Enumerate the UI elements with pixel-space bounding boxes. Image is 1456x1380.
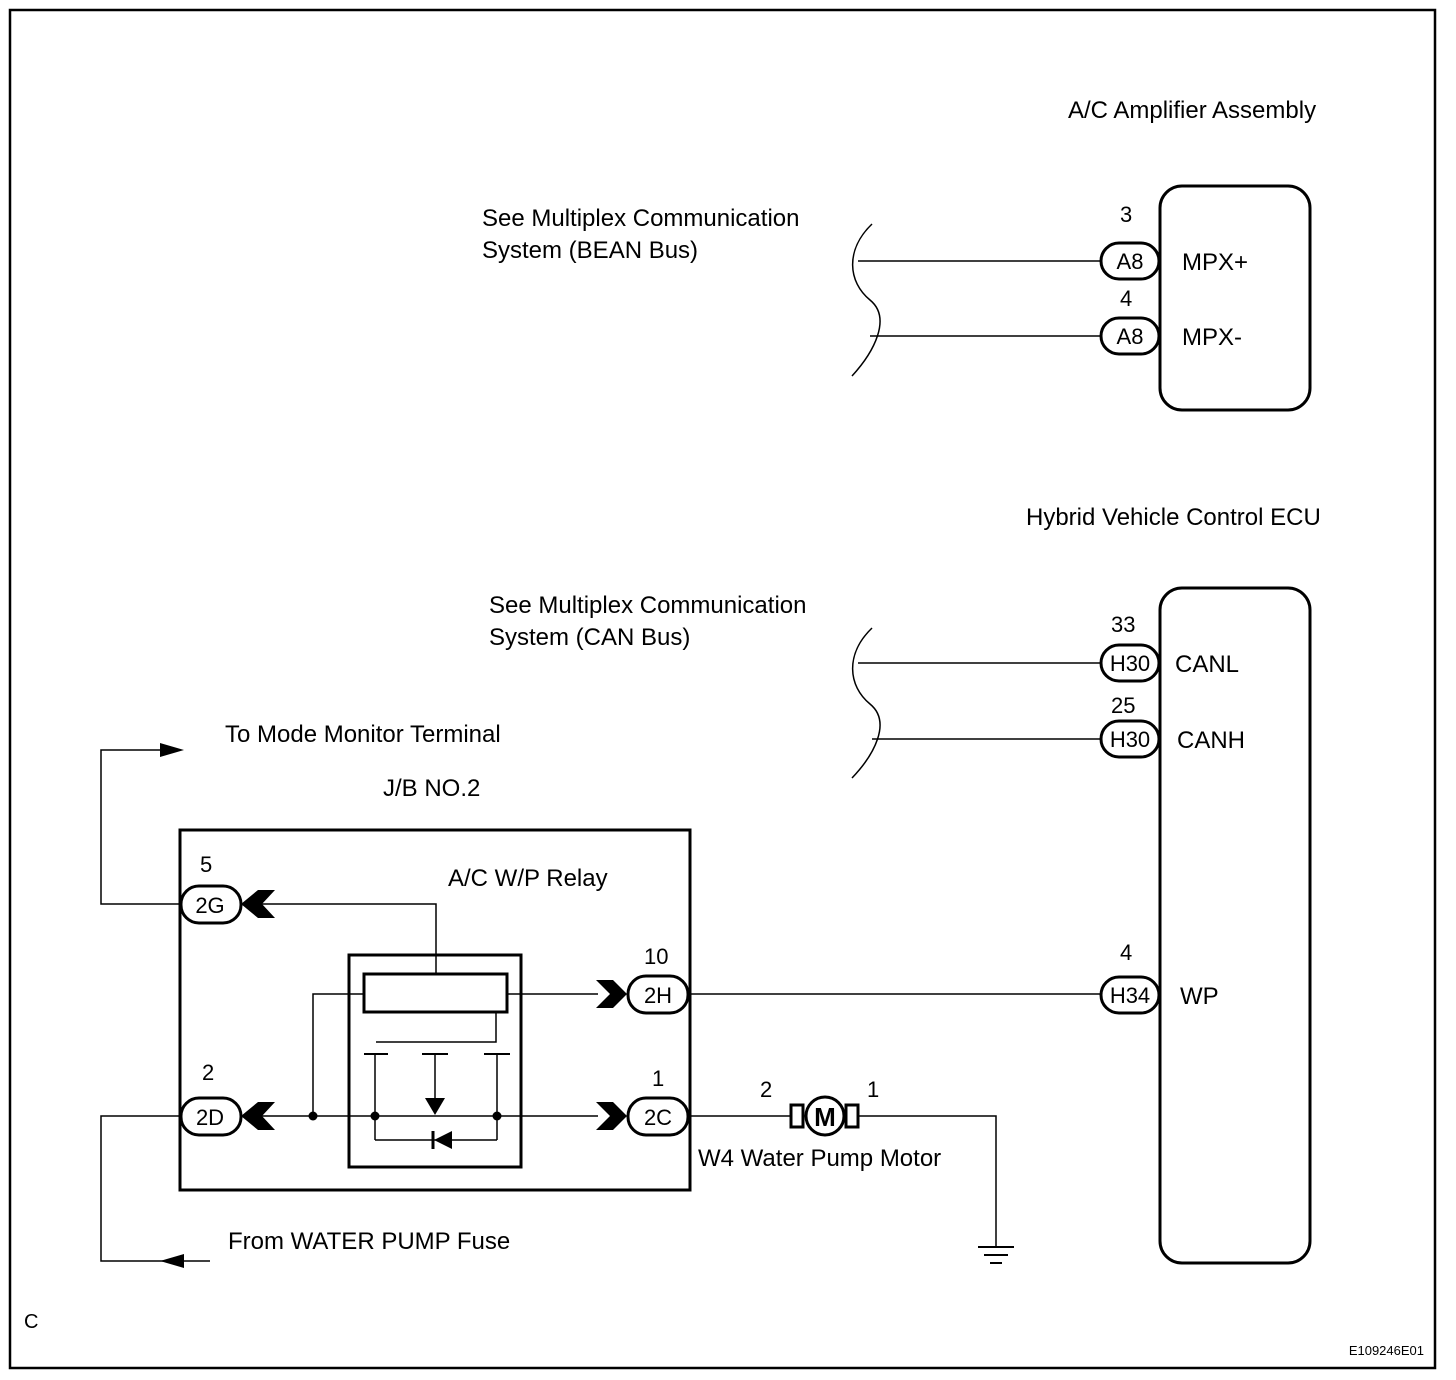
- mode-monitor-label: To Mode Monitor Terminal: [225, 721, 501, 748]
- junction-dot: [492, 1111, 502, 1121]
- hv-ecu-box: [1158, 586, 1312, 1265]
- 2d-terminal-arrow-icon: [241, 1102, 275, 1130]
- 2g-connector-label: 2G: [195, 893, 224, 918]
- 2h-pin-number: 10: [644, 944, 668, 969]
- figure-id: E109246E01: [1349, 1343, 1424, 1358]
- bean-note-line2: System (BEAN Bus): [482, 237, 698, 264]
- mpx-plus-connector-label: A8: [1117, 249, 1144, 274]
- canh-connector-label: H30: [1110, 727, 1150, 752]
- ac-amplifier-box: [1158, 184, 1312, 412]
- can-note-line2: System (CAN Bus): [489, 624, 690, 651]
- canh-pin-number: 25: [1111, 693, 1135, 718]
- motor-to-ground-wire: [858, 1115, 997, 1246]
- motor-icon: [804, 1095, 846, 1137]
- coil-linkage: [376, 1012, 497, 1043]
- 2c-pin-number: 1: [652, 1066, 664, 1091]
- canh-signal: CANH: [1177, 727, 1245, 754]
- relay-title: A/C W/P Relay: [448, 865, 608, 892]
- 2h-terminal-arrow-icon: [596, 980, 627, 1008]
- 2c-terminal-arrow-icon: [596, 1102, 627, 1130]
- bean-wire-break: [851, 223, 881, 377]
- canl-pin-number: 33: [1111, 612, 1135, 637]
- mpx-plus-connector: [1099, 241, 1161, 281]
- mpx-minus-connector: [1099, 316, 1161, 356]
- 2d-connector-label: 2D: [196, 1105, 224, 1130]
- can-note-line1: See Multiplex Communication: [489, 592, 806, 619]
- wp-signal: WP: [1180, 983, 1219, 1010]
- contact-arrow-icon: [425, 1098, 445, 1115]
- fuse-arrow-icon: [160, 1254, 184, 1268]
- canl-connector: [1099, 643, 1161, 683]
- bean-note-line1: See Multiplex Communication: [482, 205, 799, 232]
- junction-dot: [370, 1111, 380, 1121]
- motor-right-cap: [844, 1103, 860, 1129]
- ac-amplifier-title: A/C Amplifier Assembly: [1068, 97, 1316, 124]
- 2g-terminal-arrow-icon: [241, 890, 275, 918]
- motor-symbol: M: [814, 1102, 836, 1132]
- diode-icon: [434, 1131, 452, 1149]
- 2d-connector: [179, 1096, 243, 1137]
- mode-monitor-arrow-icon: [160, 743, 184, 757]
- hv-ecu-title: Hybrid Vehicle Control ECU: [1026, 504, 1321, 531]
- 2g-connector: [179, 884, 243, 925]
- mpx-plus-signal: MPX+: [1182, 249, 1248, 276]
- 2h-connector: [626, 974, 690, 1015]
- diagram-frame: [8, 8, 1437, 1370]
- mpx-minus-signal: MPX-: [1182, 324, 1242, 351]
- 2c-connector-label: 2C: [644, 1105, 672, 1130]
- motor-pin1-number: 1: [867, 1077, 879, 1102]
- jb-box: [178, 828, 692, 1192]
- motor-left-cap: [789, 1103, 805, 1129]
- canh-connector: [1099, 719, 1161, 759]
- junction-dot: [308, 1111, 318, 1121]
- coil-left-wire: [312, 993, 364, 1116]
- canl-signal: CANL: [1175, 651, 1239, 678]
- 2d-pin-number: 2: [202, 1060, 214, 1085]
- wp-pin-number: 4: [1120, 940, 1132, 965]
- mpx-plus-pin-number: 3: [1120, 202, 1132, 227]
- can-wire-break: [851, 627, 881, 779]
- relay-coil: [362, 972, 509, 1014]
- wp-connector: [1099, 975, 1161, 1015]
- mpx-minus-connector-label: A8: [1117, 324, 1144, 349]
- relay-box: [347, 953, 523, 1169]
- relay-to-2g-wire: [262, 903, 437, 974]
- fuse-label: From WATER PUMP Fuse: [228, 1228, 510, 1255]
- mode-monitor-wire: [100, 749, 181, 905]
- mpx-minus-pin-number: 4: [1120, 286, 1132, 311]
- wp-connector-label: H34: [1110, 983, 1150, 1008]
- 2g-pin-number: 5: [200, 852, 212, 877]
- motor-label: W4 Water Pump Motor: [698, 1145, 941, 1172]
- fuse-wire: [100, 1115, 210, 1262]
- corner-letter: C: [24, 1311, 38, 1333]
- 2h-connector-label: 2H: [644, 983, 672, 1008]
- canl-connector-label: H30: [1110, 651, 1150, 676]
- motor-pin2-number: 2: [760, 1077, 772, 1102]
- jb-title: J/B NO.2: [383, 775, 480, 802]
